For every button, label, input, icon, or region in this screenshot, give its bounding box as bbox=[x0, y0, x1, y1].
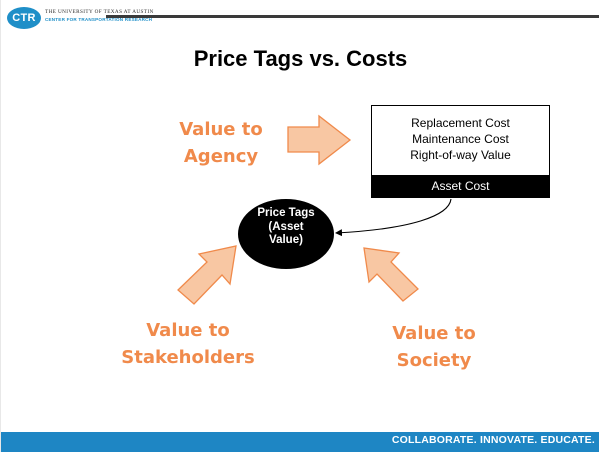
price-tags-line: Price Tags bbox=[257, 207, 315, 219]
label-line: Value to bbox=[392, 323, 476, 344]
asset-cost-bar: Asset Cost bbox=[372, 175, 549, 197]
up-right-arrow-icon bbox=[177, 245, 237, 305]
right-arrow-icon bbox=[287, 114, 352, 166]
label-value-to-stakeholders: Value to Stakeholders bbox=[118, 317, 258, 371]
price-tags-label: Price Tags (Asset Value) bbox=[238, 207, 334, 248]
cost-box: Replacement Cost Maintenance Cost Right-… bbox=[371, 105, 550, 198]
footer-bar bbox=[1, 432, 599, 452]
price-tags-line: (Asset bbox=[268, 220, 304, 233]
price-tags-ellipse bbox=[238, 199, 334, 269]
cost-item-maintenance: Maintenance Cost bbox=[412, 132, 509, 146]
footer-tagline: COLLABORATE. INNOVATE. EDUCATE. bbox=[391, 434, 595, 446]
label-line: Value to bbox=[146, 320, 230, 341]
cost-item-right-of-way: Right-of-way Value bbox=[410, 148, 511, 162]
price-tags-line: Value) bbox=[269, 234, 303, 246]
connector-arrow bbox=[335, 198, 452, 237]
up-left-arrow-icon bbox=[363, 247, 419, 302]
label-value-to-society: Value to Society bbox=[384, 320, 484, 374]
label-line: Agency bbox=[183, 146, 259, 167]
cost-item-replacement: Replacement Cost bbox=[411, 116, 510, 130]
label-line: Society bbox=[396, 350, 472, 371]
ctr-logo: CTR bbox=[7, 7, 41, 29]
university-name: THE UNIVERSITY OF TEXAS AT AUSTIN bbox=[45, 9, 154, 15]
label-line: Value to bbox=[179, 119, 263, 140]
label-line: Stakeholders bbox=[121, 347, 255, 368]
slide-title: Price Tags vs. Costs bbox=[193, 46, 408, 71]
header-rule bbox=[106, 15, 599, 18]
center-name: CENTER FOR TRANSPORTATION RESEARCH bbox=[45, 17, 153, 22]
label-value-to-agency: Value to Agency bbox=[171, 116, 271, 170]
